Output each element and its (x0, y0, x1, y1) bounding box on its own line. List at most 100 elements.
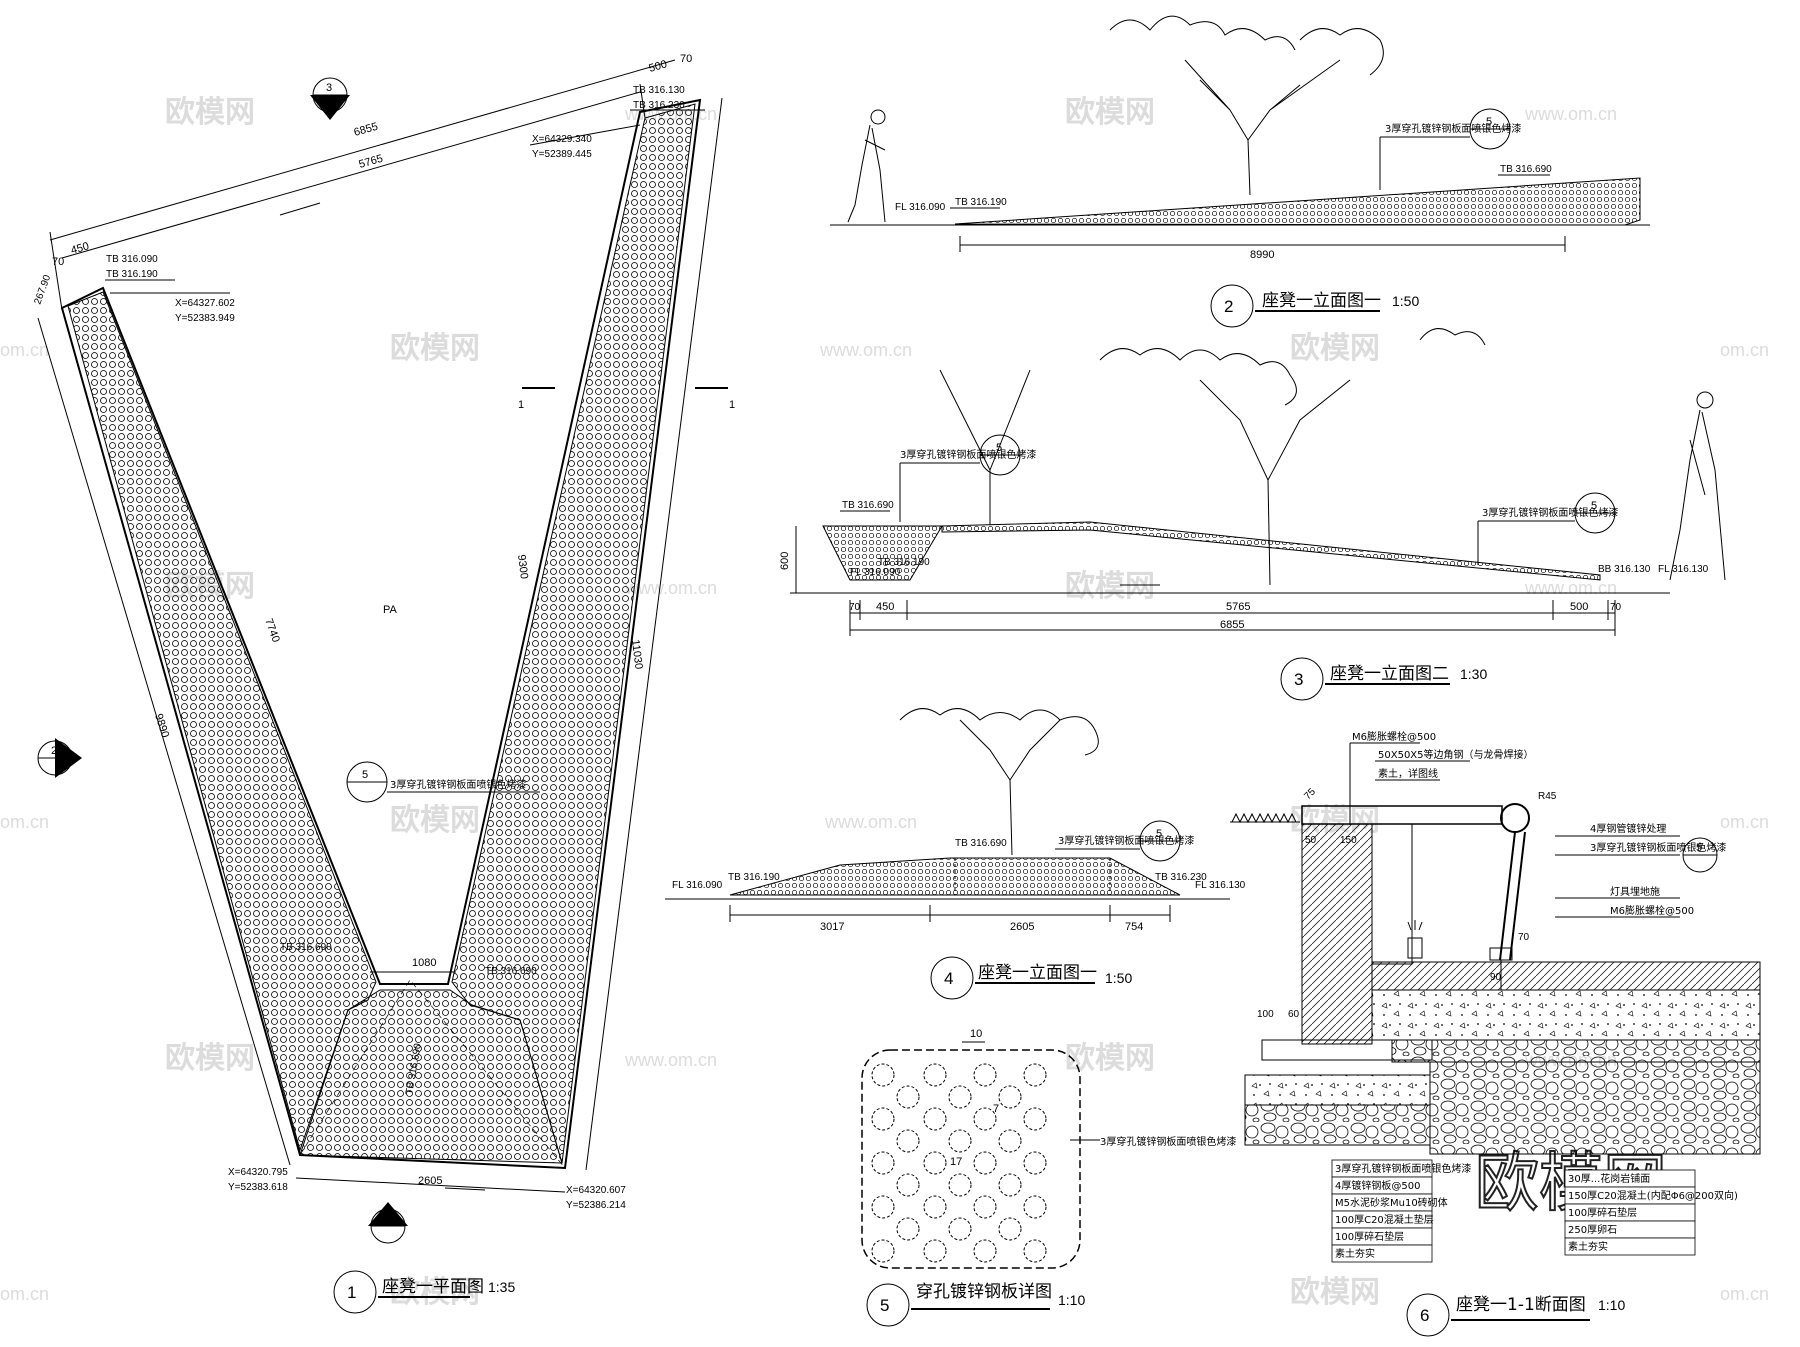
tb-label: TB 316.690 (842, 500, 894, 511)
dim-5765: 5765 (358, 153, 385, 171)
perforation-hole (998, 1217, 1022, 1241)
callout-number: 5 (1591, 500, 1597, 512)
perforation-hole (948, 1129, 972, 1153)
dim-450: 450 (876, 601, 894, 613)
tb-label: TB 316.090 (106, 254, 158, 265)
tb-label: TB 316.230 (633, 100, 685, 111)
lamp-ray (1418, 921, 1423, 931)
fl-label: FL 316.090 (895, 202, 946, 213)
dim-17: 17 (950, 1156, 962, 1168)
title-circle (1280, 657, 1324, 701)
perforation-hole (1023, 1239, 1047, 1263)
watermark: 欧模网 (1290, 1275, 1380, 1310)
watermark: 欧模网 (390, 331, 480, 366)
callout-number: 5 (1156, 828, 1162, 840)
watermark: 欧模网 (1065, 569, 1155, 604)
title-circle (866, 1283, 910, 1327)
tb-label: TB 316.130 (633, 85, 685, 96)
detail-scale: 1:10 (1058, 1292, 1085, 1308)
dim-1080: 1080 (412, 957, 436, 969)
legend-text: 素土夯实 (1335, 1247, 1375, 1260)
legend-text: 100厚碎石垫层 (1568, 1206, 1637, 1219)
watermark: www.om.cn (624, 1050, 717, 1070)
perforation-hole (871, 1151, 895, 1175)
perforation-hole (871, 1107, 895, 1131)
perforation-hole (923, 1063, 947, 1087)
tb-label: TB 316.690 (280, 942, 332, 953)
dim-70: 70 (849, 602, 861, 613)
section-mark-right: 1 (729, 399, 735, 411)
watermark: om.cn (1720, 1284, 1769, 1304)
view-ref-2: 2 (37, 738, 82, 778)
seat-core (1371, 823, 1413, 965)
section-view: M6膨胀螺栓@500 50X50X5等边角钢（与龙骨焊接） 素土，详图线 R45… (1230, 730, 1761, 1337)
dim-90: 90 (1490, 972, 1502, 983)
plan-scale: 1:35 (488, 1279, 515, 1295)
dim-70: 70 (680, 53, 692, 65)
dim-6855: 6855 (353, 121, 380, 139)
perforation-hole (998, 1129, 1022, 1153)
bench-block (822, 525, 943, 581)
tb-label: TB 316.190 (878, 557, 930, 568)
watermark: www.om.cn (824, 812, 917, 832)
bench-ramp (941, 521, 1601, 581)
plan-inner-edge (102, 111, 641, 985)
watermark: www.om.cn (819, 340, 912, 360)
tb-label: TB 316.190 (728, 872, 780, 883)
section-title: 座凳一1-1断面图 (1456, 1295, 1586, 1315)
watermarks: 欧模网 www.om.cn 欧模网 www.om.cn 欧模网 www.om.c… (0, 95, 1769, 1310)
watermark: www.om.cn (624, 578, 717, 598)
perforation-hole (896, 1217, 920, 1241)
dim-600: 600 (779, 552, 791, 570)
paving-layer (1371, 961, 1761, 991)
elevation-2: TB 316.690 TB 316.190 FL 316.090 BB 316.… (779, 328, 1726, 701)
dim-267: 267.90 (32, 273, 53, 306)
perforation-hole (896, 1129, 920, 1153)
tb-label: TB 316.190 (106, 269, 158, 280)
lamp-ray (1407, 921, 1412, 931)
dim-2605: 2605 (1010, 921, 1034, 933)
coordinate-x: X=64320.607 (566, 1185, 626, 1196)
perforation-hole (973, 1063, 997, 1087)
support-leg (1499, 831, 1516, 961)
watermark: om.cn (0, 1284, 49, 1304)
dim-line (49, 59, 676, 241)
section-note: R45 (1538, 791, 1557, 802)
fl-label: FL 316.130 (1658, 564, 1709, 575)
perforation-hole (973, 1195, 997, 1219)
steel-pipe (1500, 803, 1530, 833)
dim-9300: 9300 (515, 554, 530, 580)
dim-500: 500 (1570, 601, 1588, 613)
watermark: om.cn (1720, 812, 1769, 832)
leader-line (529, 124, 641, 146)
dim-450: 450 (70, 240, 91, 257)
legend-text: 150厚C20混凝土(内配Φ6@200双向) (1568, 1189, 1738, 1202)
dim-3017: 3017 (820, 921, 844, 933)
title-number: 5 (880, 1296, 889, 1315)
watermark: 欧模网 (165, 95, 255, 130)
bench-profile (954, 177, 1641, 226)
plan-band-line (585, 97, 723, 1171)
title-circle (930, 956, 974, 1000)
coordinate-x: X=64327.602 (175, 298, 235, 309)
callout-number: 5 (1486, 116, 1492, 128)
section-note: 素土，详图线 (1378, 767, 1438, 780)
detail-title: 穿孔镀锌钢板详图 (916, 1282, 1052, 1302)
tree (939, 328, 1486, 586)
concrete-base (1244, 1074, 1431, 1106)
title-number: 3 (1294, 670, 1303, 689)
plan-title: 座凳一平面图 (382, 1277, 484, 1297)
dim-150: 150 (1340, 835, 1357, 846)
plan-right-arm-hatch (451, 103, 696, 1164)
dim-7: 7 (993, 1103, 999, 1115)
ground-lamp (1407, 937, 1423, 959)
bb-label: BB 316.130 (1598, 564, 1651, 575)
title-number: 4 (944, 969, 953, 988)
tree (1109, 15, 1384, 196)
dim-70: 70 (52, 256, 64, 268)
watermark: 欧模网 (165, 1041, 255, 1076)
title-number: 6 (1420, 1306, 1429, 1325)
pebble-layer (1429, 1061, 1761, 1155)
person-figure (847, 109, 886, 223)
